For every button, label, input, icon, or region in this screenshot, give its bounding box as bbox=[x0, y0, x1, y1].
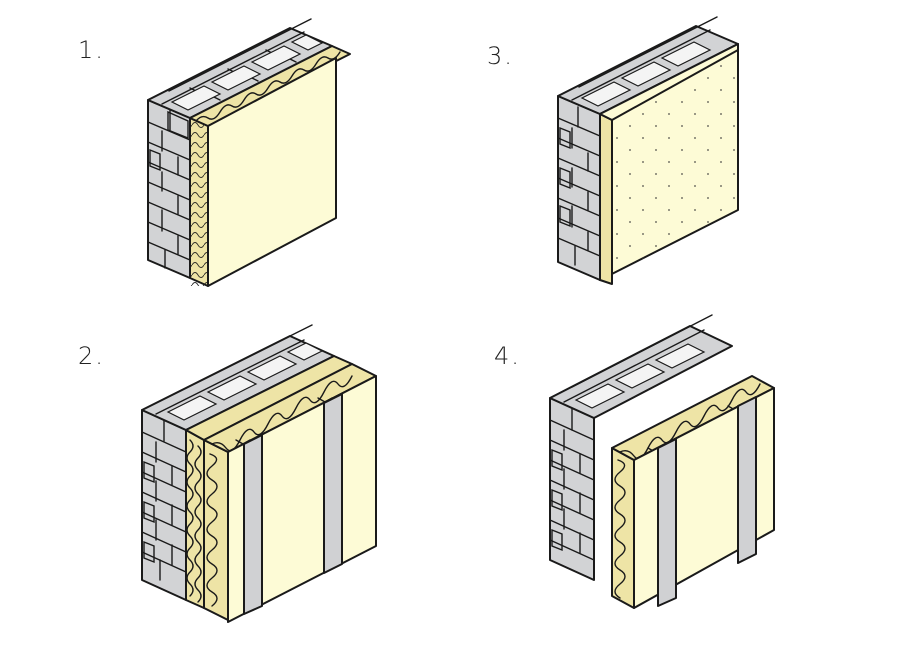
figure-label-1: 1. bbox=[78, 36, 105, 64]
brick-top-1 bbox=[161, 18, 324, 111]
panel-face-1 bbox=[207, 57, 337, 287]
figure-label-3: 3. bbox=[487, 42, 514, 70]
figure-label-2: 2. bbox=[78, 342, 105, 370]
stud-2b bbox=[323, 393, 343, 574]
stud-4b bbox=[737, 396, 757, 564]
figure-label-4: 4. bbox=[494, 342, 521, 370]
stud-4a bbox=[657, 438, 677, 607]
brick-wall-4 bbox=[549, 314, 733, 581]
brick-wall-1 bbox=[147, 18, 351, 287]
stud-2a bbox=[243, 434, 263, 615]
brick-wall-3 bbox=[557, 16, 739, 281]
brick-courses-1 bbox=[147, 109, 191, 269]
brick-wall-2 bbox=[141, 324, 335, 601]
